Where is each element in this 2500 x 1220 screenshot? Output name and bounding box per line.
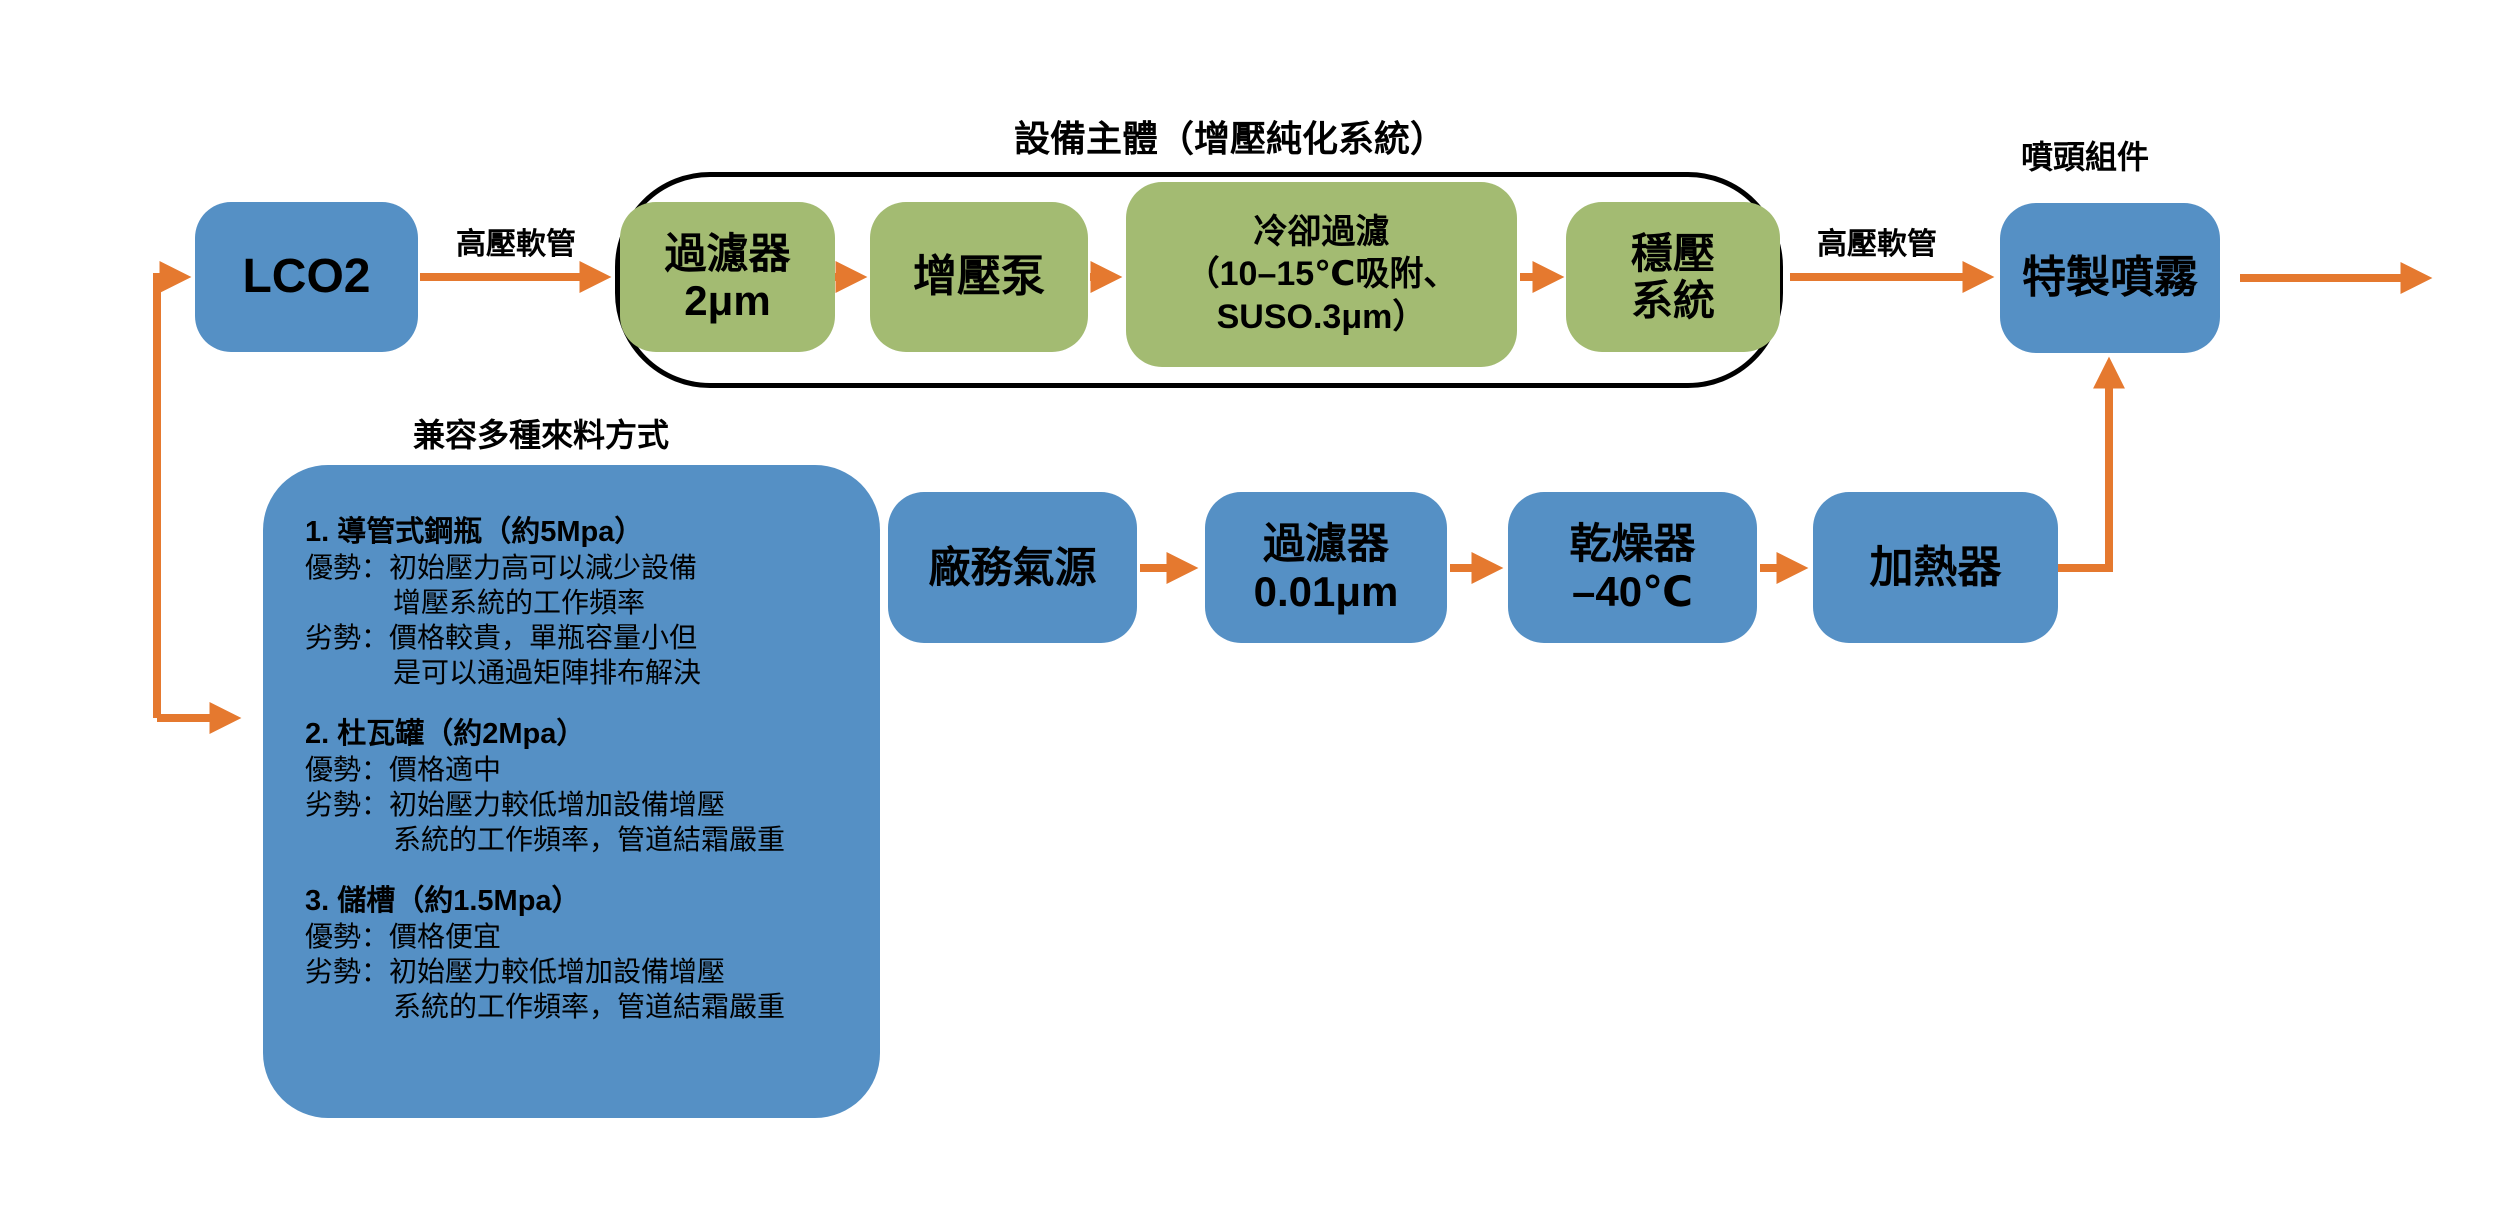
feed-option-2: 2. 杜瓦罐（約2Mpa） 優勢：價格適中 劣勢：初始壓力較低增加設備增壓 系統…	[305, 718, 786, 855]
node-facility-gas: 廠務氣源	[888, 492, 1137, 643]
feed-options-box	[263, 465, 880, 1118]
arrow-heater-to-nozzle	[2058, 356, 2125, 572]
feed-option-3: 3. 儲槽（約1.5Mpa） 優勢：價格便宜 劣勢：初始壓力較低增加設備增壓 系…	[305, 885, 786, 1022]
hose-label-left: 高壓軟管	[456, 228, 576, 261]
feed-options-title: 兼容多種來料方式	[412, 417, 669, 453]
main-system-container	[615, 172, 1783, 388]
node-special-spray: 特製噴霧	[2000, 203, 2220, 353]
node-dryer: 乾燥器 –40℃	[1508, 492, 1757, 643]
nozzle-title: 噴頭組件	[2020, 139, 2149, 175]
feed-option-1: 1. 導管式鋼瓶（約5Mpa） 優勢：初始壓力高可以減少設備 增壓系統的工作頻率…	[305, 516, 702, 688]
node-heater: 加熱器	[1813, 492, 2058, 643]
node-pressure-stabilizer: 穩壓 系統	[1566, 202, 1780, 352]
node-lco2: LCO2	[195, 202, 418, 352]
node-filter-001um: 過濾器 0.01μm	[1205, 492, 1447, 643]
hose-label-right: 高壓軟管	[1817, 228, 1937, 261]
main-system-title: 設備主體（增壓純化系統）	[1013, 118, 1446, 159]
feed-to-lco2-connector	[153, 261, 192, 718]
feed-options-text: 1. 導管式鋼瓶（約5Mpa） 優勢：初始壓力高可以減少設備 增壓系統的工作頻率…	[305, 514, 860, 1024]
node-booster-pump: 增壓泵	[870, 202, 1088, 352]
node-filter-2um: 過濾器 2μm	[620, 202, 835, 352]
node-cooling-filter: 冷卻過濾 （10–15℃吸附、 SUSO.3μm）	[1126, 182, 1517, 367]
